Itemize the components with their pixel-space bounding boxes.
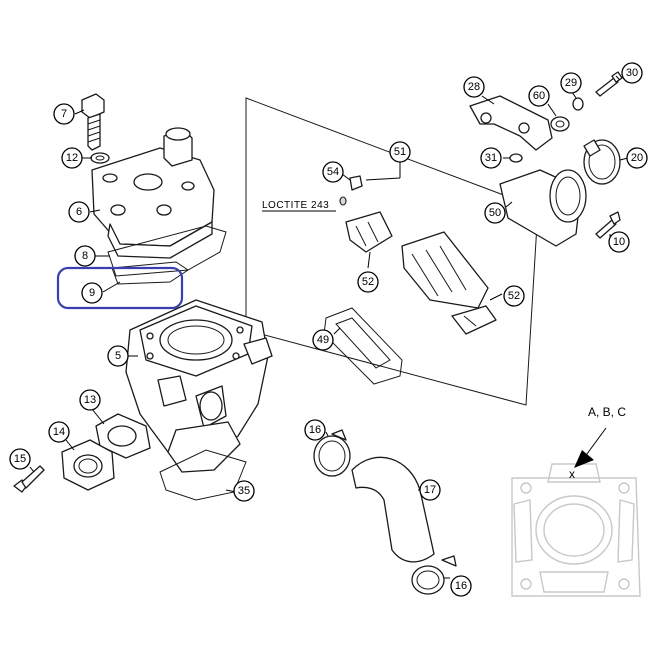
reference-cylinder-outline: [511, 463, 641, 597]
reed-petal-right: [451, 305, 497, 335]
intake-manifold: [499, 169, 587, 247]
intake-bracket: [469, 95, 553, 151]
callout-16-bottom: 16: [450, 575, 472, 597]
svg-text:50: 50: [489, 207, 501, 219]
svg-text:7: 7: [61, 108, 67, 120]
callout-52-left: 52: [357, 271, 379, 293]
callout-15: 15: [9, 448, 31, 470]
svg-text:35: 35: [238, 485, 250, 497]
bracket-bolt: [595, 71, 623, 97]
callout-29: 29: [560, 72, 582, 94]
intake-hose: [351, 456, 435, 563]
loctite-label: LOCTITE 243: [262, 200, 329, 211]
reed-petal-left: [345, 211, 393, 253]
callout-6: 6: [68, 201, 90, 223]
svg-text:49: 49: [317, 334, 329, 346]
hose-clamp-bottom: [411, 555, 457, 595]
washer: [90, 152, 110, 164]
callout-28: 28: [463, 76, 485, 98]
callout-60: 60: [528, 85, 550, 107]
small-washer: [509, 153, 523, 163]
callout-20: 20: [626, 147, 648, 169]
svg-text:30: 30: [626, 67, 638, 79]
reference-arrow: [583, 427, 607, 459]
callout-8: 8: [74, 245, 96, 267]
nut: [550, 116, 570, 132]
svg-text:60: 60: [533, 90, 545, 102]
callout-10: 10: [608, 231, 630, 253]
svg-text:17: 17: [424, 484, 436, 496]
reed-block: [401, 231, 489, 309]
cylinder: [125, 299, 273, 473]
base-gasket: [111, 261, 189, 285]
callout-31: 31: [480, 147, 502, 169]
svg-text:51: 51: [394, 146, 406, 158]
spacer: [572, 97, 584, 111]
callout-7: 7: [53, 103, 75, 125]
reference-arrow-head: [574, 450, 594, 468]
svg-text:12: 12: [66, 152, 78, 164]
svg-text:10: 10: [613, 236, 625, 248]
reference-marker: x: [569, 467, 575, 481]
screw: [349, 175, 363, 191]
svg-text:31: 31: [485, 152, 497, 164]
cylinder-head: [91, 127, 215, 259]
callout-51: 51: [389, 141, 411, 163]
svg-text:9: 9: [89, 287, 95, 299]
callout-5: 5: [107, 345, 129, 367]
callout-9: 9: [81, 282, 103, 304]
svg-text:8: 8: [82, 250, 88, 262]
callout-30: 30: [621, 62, 643, 84]
svg-text:20: 20: [631, 152, 643, 164]
svg-text:16: 16: [455, 580, 467, 592]
callout-35: 35: [233, 480, 255, 502]
loctite-dot: [339, 196, 347, 206]
highlight-box: [56, 266, 184, 310]
hose-clamp: [583, 139, 621, 185]
callout-16-top: 16: [304, 419, 326, 441]
callout-14: 14: [48, 421, 70, 443]
svg-text:54: 54: [327, 166, 339, 178]
cylinder-head-bolt: [81, 93, 105, 151]
svg-text:29: 29: [565, 77, 577, 89]
callout-12: 12: [61, 147, 83, 169]
svg-text:13: 13: [84, 394, 96, 406]
svg-text:14: 14: [53, 426, 65, 438]
svg-text:16: 16: [309, 424, 321, 436]
svg-text:6: 6: [76, 206, 82, 218]
svg-text:15: 15: [14, 453, 26, 465]
reed-gasket: [323, 307, 403, 385]
head-gasket: [107, 225, 227, 277]
callout-49: 49: [312, 329, 334, 351]
svg-text:5: 5: [115, 350, 121, 362]
svg-text:52: 52: [508, 290, 520, 302]
flange-bolt: [13, 465, 45, 493]
callout-52-right: 52: [503, 285, 525, 307]
exhaust-gasket: [95, 413, 151, 459]
callout-13: 13: [79, 389, 101, 411]
callout-54: 54: [322, 161, 344, 183]
leader-lines: [29, 75, 629, 579]
reed-valve-group-frame: [245, 97, 539, 406]
exhaust-flange: [61, 439, 115, 491]
callout-50: 50: [484, 202, 506, 224]
callout-17: 17: [419, 479, 441, 501]
svg-text:52: 52: [362, 276, 374, 288]
reference-label: A, B, C: [588, 405, 626, 419]
hose-clamp-top: [313, 429, 351, 477]
manifold-bolt: [595, 211, 621, 239]
svg-text:28: 28: [468, 81, 480, 93]
